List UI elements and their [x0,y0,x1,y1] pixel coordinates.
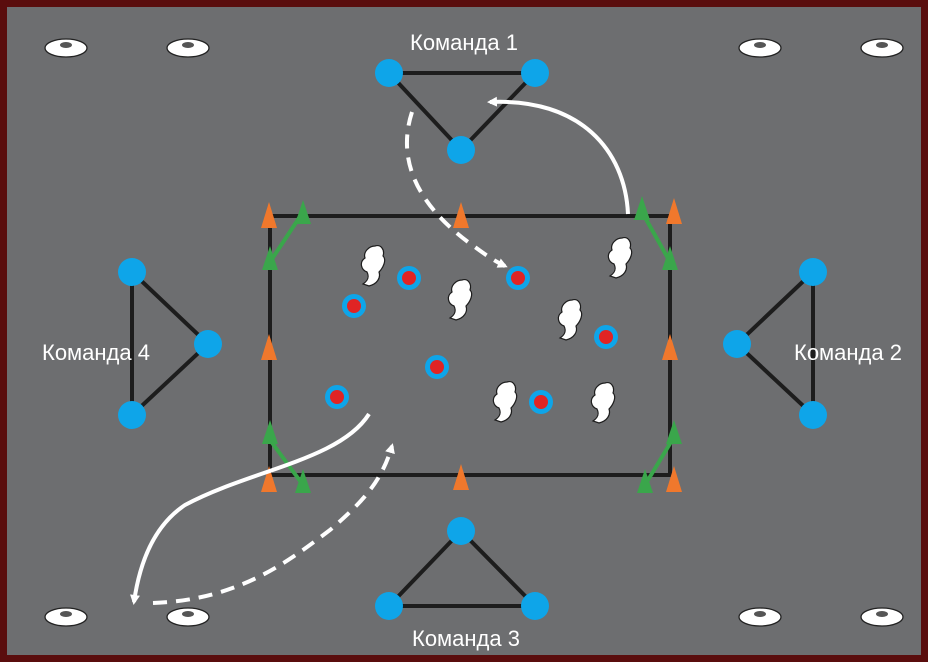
disc-cone-icon [45,39,87,57]
disc-cone-icon [861,39,903,57]
target-marker [325,385,349,409]
team-player [521,59,549,87]
team-player [447,517,475,545]
team-player [375,59,403,87]
team-player [194,330,222,358]
team-player [799,401,827,429]
target-marker [529,390,553,414]
target-marker [594,325,618,349]
team-player [447,136,475,164]
team-player [799,258,827,286]
team-4-label: Команда 4 [42,340,150,365]
team-player [118,258,146,286]
team-player [118,401,146,429]
team-player [521,592,549,620]
target-marker [506,266,530,290]
target-marker [425,355,449,379]
target-marker [342,294,366,318]
disc-cone-icon [739,39,781,57]
disc-cone-icon [45,608,87,626]
disc-cone-icon [739,608,781,626]
target-marker [397,266,421,290]
team-2-label: Команда 2 [794,340,902,365]
team-player [375,592,403,620]
disc-cone-icon [167,39,209,57]
team-3-label: Команда 3 [412,626,520,651]
team-player [723,330,751,358]
team-1-label: Команда 1 [410,30,518,55]
disc-cone-icon [167,608,209,626]
disc-cone-icon [861,608,903,626]
